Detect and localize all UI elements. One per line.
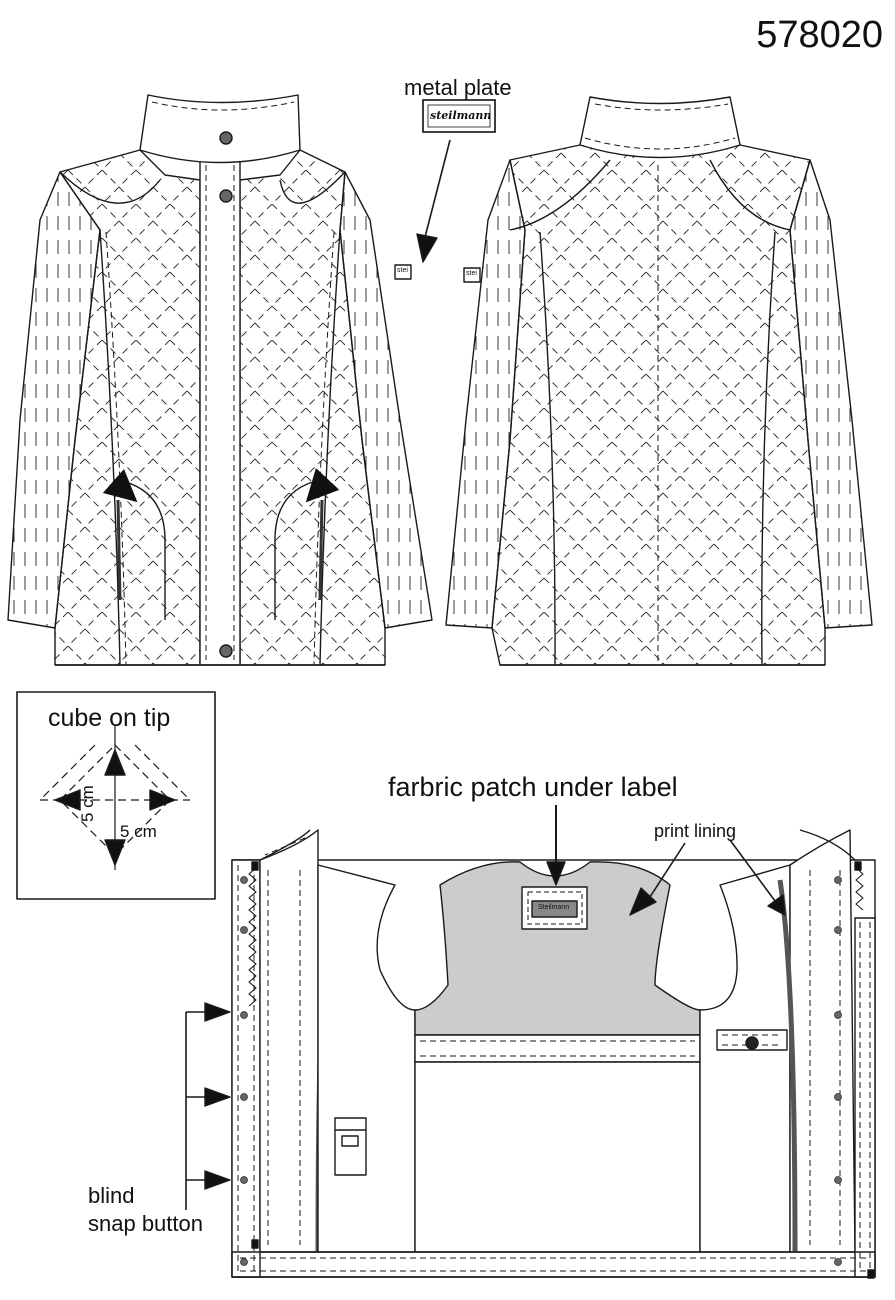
dim-horizontal-label: 5 cm	[120, 822, 157, 841]
front-placket	[199, 119, 241, 666]
plate-brand-text: steilmann	[430, 109, 492, 122]
blind-snap-label-line2: snap button	[88, 1211, 203, 1236]
front-view	[7, 94, 433, 666]
back-collar	[579, 96, 741, 159]
front-collar	[139, 94, 301, 164]
neck-label	[531, 900, 578, 918]
center-lining	[414, 861, 701, 1036]
back-sleeve-badge	[463, 267, 481, 283]
fabric-patch-label: farbric patch under label	[388, 772, 678, 802]
neck-label-text: Steilmann	[538, 904, 570, 911]
print-lining-label: print lining	[654, 821, 737, 841]
back-sleeve-badge-text: stei	[466, 270, 477, 277]
cube-on-tip-title: cube on tip	[48, 704, 171, 732]
blind-snap-label-line1: blind	[88, 1183, 135, 1208]
cube-diamond	[39, 725, 191, 870]
front-sleeve-badge	[394, 264, 412, 280]
back-view	[445, 96, 873, 666]
dim-vertical-label: 5 cm	[78, 785, 97, 822]
metal-plate-label: metal plate	[404, 75, 512, 100]
cube-on-tip-box	[16, 691, 216, 900]
front-sleeve-badge-text: stei	[397, 267, 408, 274]
metal-plate-illustration	[422, 99, 496, 133]
inside-view	[185, 805, 876, 1279]
article-number: 578020	[756, 14, 883, 56]
